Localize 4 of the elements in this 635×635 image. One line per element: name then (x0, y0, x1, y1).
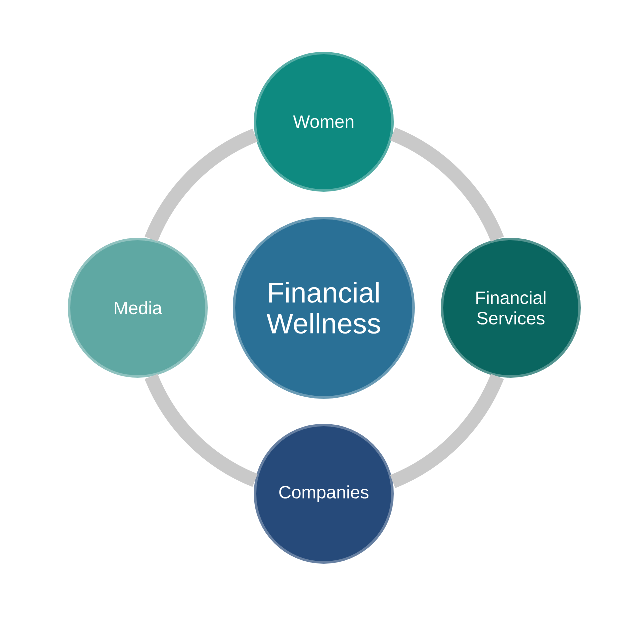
ring-arc (144, 128, 258, 242)
ring-arc (144, 374, 258, 488)
ring-arc (390, 128, 504, 242)
ring-arc (390, 374, 504, 488)
